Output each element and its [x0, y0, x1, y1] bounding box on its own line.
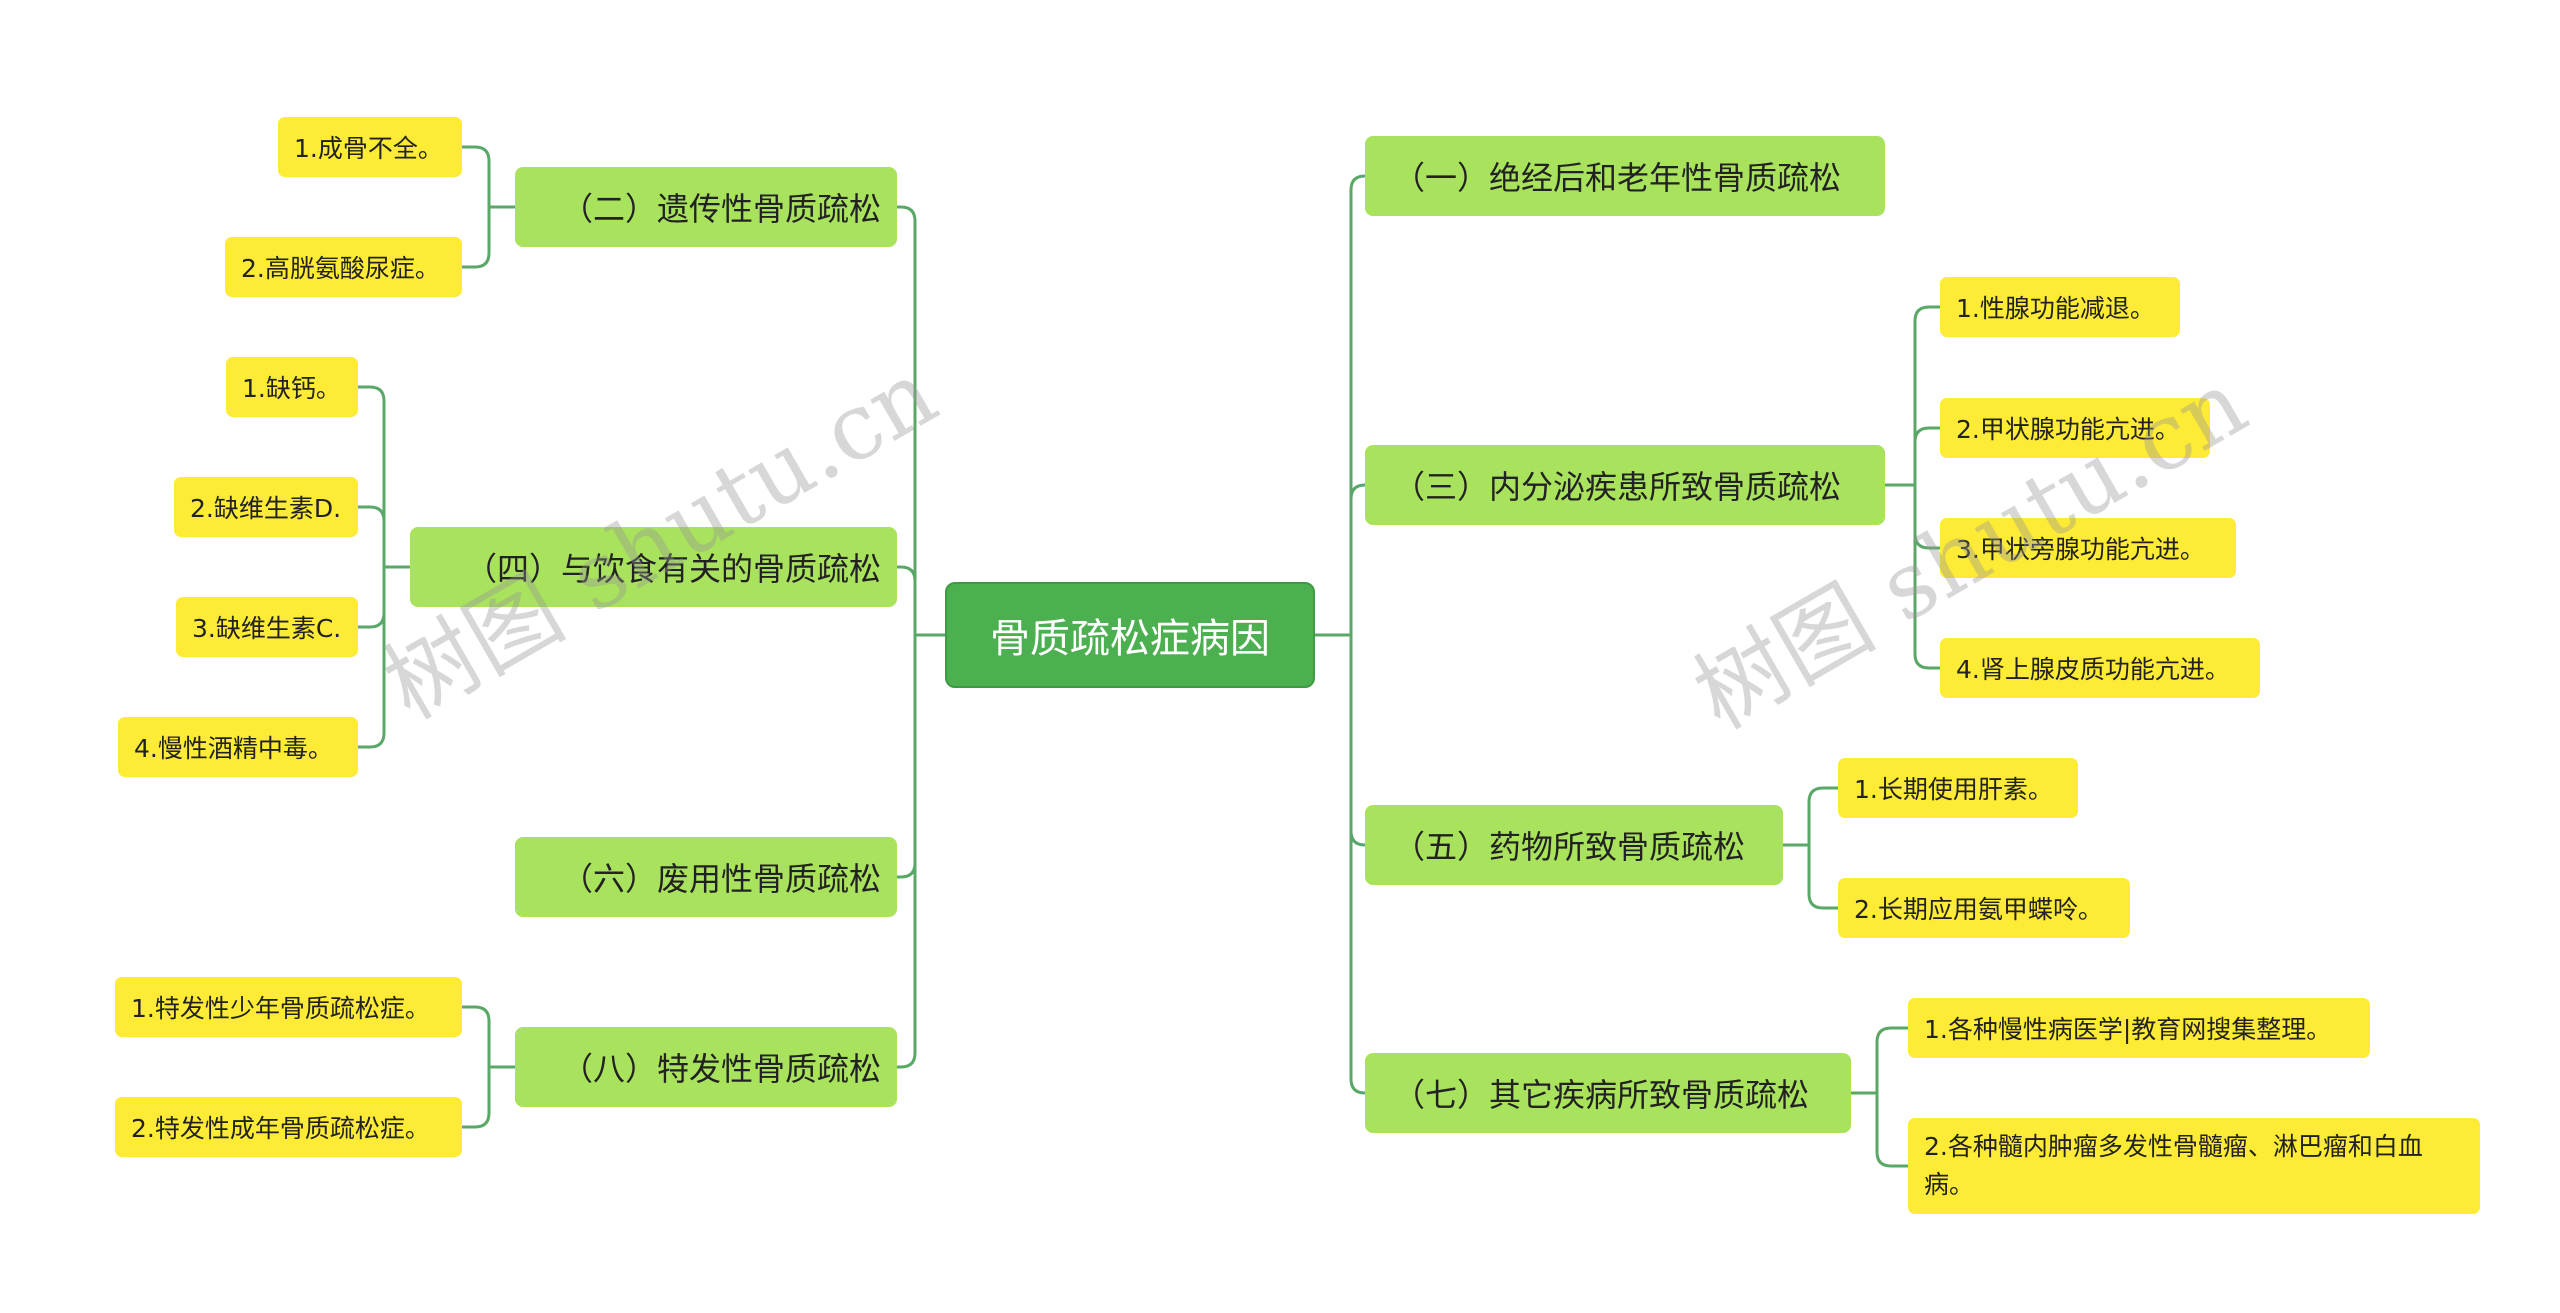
branch-r7-link-1: [1875, 1093, 1908, 1168]
root-left-link-2: [897, 635, 917, 879]
leaf-l2-1[interactable]: 1.成骨不全。: [278, 117, 462, 177]
leaf-r3-2[interactable]: 2.甲状腺功能亢进。: [1940, 398, 2210, 458]
branch-l6[interactable]: （六）废用性骨质疏松: [515, 837, 897, 917]
leaf-r7-1[interactable]: 1.各种慢性病医学|教育网搜集整理。: [1908, 998, 2370, 1058]
branch-r7-link-0: [1875, 1026, 1908, 1093]
branch-l4-link-0: [358, 385, 386, 567]
root-right-link-0: [1349, 174, 1366, 635]
root-left-link-3: [897, 635, 917, 1069]
leaf-l4-2[interactable]: 2.缺维生素D.: [174, 477, 358, 537]
branch-r3-link-2: [1913, 485, 1940, 550]
leaf-r5-1[interactable]: 1.长期使用肝素。: [1838, 758, 2078, 818]
branch-r3-link-3: [1913, 485, 1940, 670]
root-right-link-2: [1349, 635, 1366, 847]
branch-l4-link-2: [358, 567, 386, 629]
branch-l2[interactable]: （二）遗传性骨质疏松: [515, 167, 897, 247]
branch-r5-link-0: [1807, 786, 1838, 845]
branch-r3-link-1: [1913, 426, 1940, 485]
branch-r3[interactable]: （三）内分泌疾患所致骨质疏松: [1365, 445, 1885, 525]
branch-l2-link-1: [462, 207, 491, 269]
branch-l4-link-1: [358, 505, 386, 567]
leaf-r3-1[interactable]: 1.性腺功能减退。: [1940, 277, 2180, 337]
branch-r5[interactable]: （五）药物所致骨质疏松: [1365, 805, 1783, 885]
leaf-l4-3[interactable]: 3.缺维生素C.: [176, 597, 358, 657]
leaf-l4-4[interactable]: 4.慢性酒精中毒。: [118, 717, 358, 777]
branch-r3-link-0: [1913, 305, 1940, 485]
leaf-l8-1[interactable]: 1.特发性少年骨质疏松症。: [115, 977, 462, 1037]
branch-l8[interactable]: （八）特发性骨质疏松: [515, 1027, 897, 1107]
leaf-l2-2[interactable]: 2.高胱氨酸尿症。: [225, 237, 462, 297]
root-right-link-1: [1349, 483, 1366, 635]
leaf-r3-4[interactable]: 4.肾上腺皮质功能亢进。: [1940, 638, 2260, 698]
leaf-r7-2[interactable]: 2.各种髓内肿瘤多发性骨髓瘤、淋巴瘤和白血病。: [1908, 1118, 2480, 1214]
branch-r7[interactable]: （七）其它疾病所致骨质疏松: [1365, 1053, 1851, 1133]
leaf-l8-2[interactable]: 2.特发性成年骨质疏松症。: [115, 1097, 462, 1157]
branch-l2-link-0: [462, 145, 491, 207]
root-right-link-3: [1349, 635, 1366, 1095]
leaf-l4-1[interactable]: 1.缺钙。: [226, 357, 358, 417]
branch-l4-link-3: [358, 567, 386, 749]
root-left-link-1: [897, 565, 917, 635]
leaf-r5-2[interactable]: 2.长期应用氨甲蝶呤。: [1838, 878, 2130, 938]
branch-l8-link-1: [462, 1067, 491, 1129]
branch-r5-link-1: [1807, 845, 1838, 910]
branch-l8-link-0: [462, 1005, 491, 1067]
root-node[interactable]: 骨质疏松症病因: [945, 582, 1315, 688]
leaf-r3-3[interactable]: 3.甲状旁腺功能亢进。: [1940, 518, 2236, 578]
branch-l4[interactable]: （四）与饮食有关的骨质疏松: [410, 527, 897, 607]
branch-r1[interactable]: （一）绝经后和老年性骨质疏松: [1365, 136, 1885, 216]
root-left-link-0: [897, 205, 917, 635]
